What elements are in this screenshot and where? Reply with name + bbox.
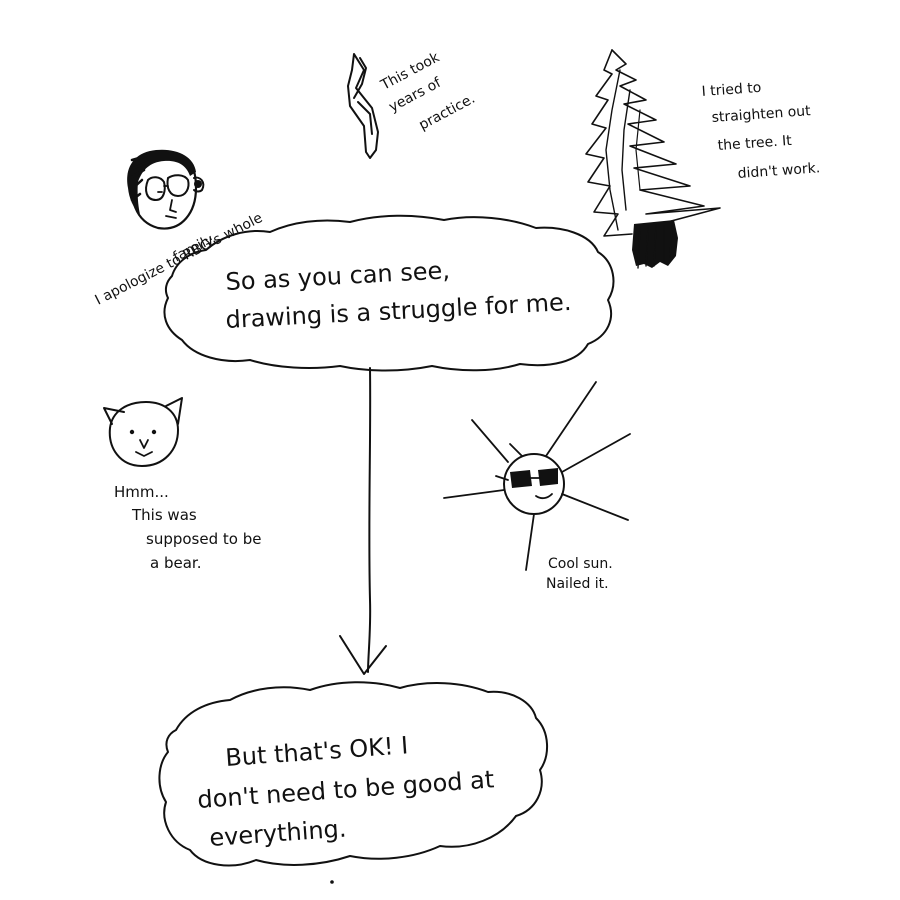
tree-caption-line-3: the tree. It (717, 133, 793, 154)
bear-caption-line-2: This was (131, 506, 197, 524)
pine-tree-drawing (585, 49, 721, 269)
main-cloud-line-1: So as you can see, (225, 256, 451, 296)
bear-face-drawing (103, 397, 183, 467)
bottom-cloud-line-2: don't need to be good at (196, 765, 495, 814)
bottom-cloud-line-1: But that's OK! I (224, 731, 409, 772)
sun-caption-line-1: Cool sun. (548, 556, 613, 572)
tree-caption-line-2: straighten out (711, 103, 812, 126)
down-arrow (339, 367, 387, 675)
ink-dot (330, 880, 334, 884)
figure-eight-drawing (347, 53, 379, 159)
bear-caption-line-1: Hmm... (114, 483, 169, 501)
bottom-cloud-line-3: everything. (208, 814, 347, 852)
main-thought-cloud (163, 214, 615, 372)
main-cloud-line-2: drawing is a struggle for me. (225, 288, 572, 334)
tree-caption-line-4: didn't work. (737, 160, 821, 182)
cool-sun-drawing (443, 381, 631, 571)
bear-caption-line-3: supposed to be (146, 530, 261, 548)
sun-caption-line-2: Nailed it. (546, 576, 609, 592)
bottom-thought-cloud (158, 681, 548, 867)
bear-caption-line-4: a bear. (150, 554, 201, 572)
rbg-caption-line-2: family. (171, 231, 219, 266)
rbg-face-drawing (127, 149, 205, 230)
tree-caption-line-1: I tried to (701, 80, 762, 100)
